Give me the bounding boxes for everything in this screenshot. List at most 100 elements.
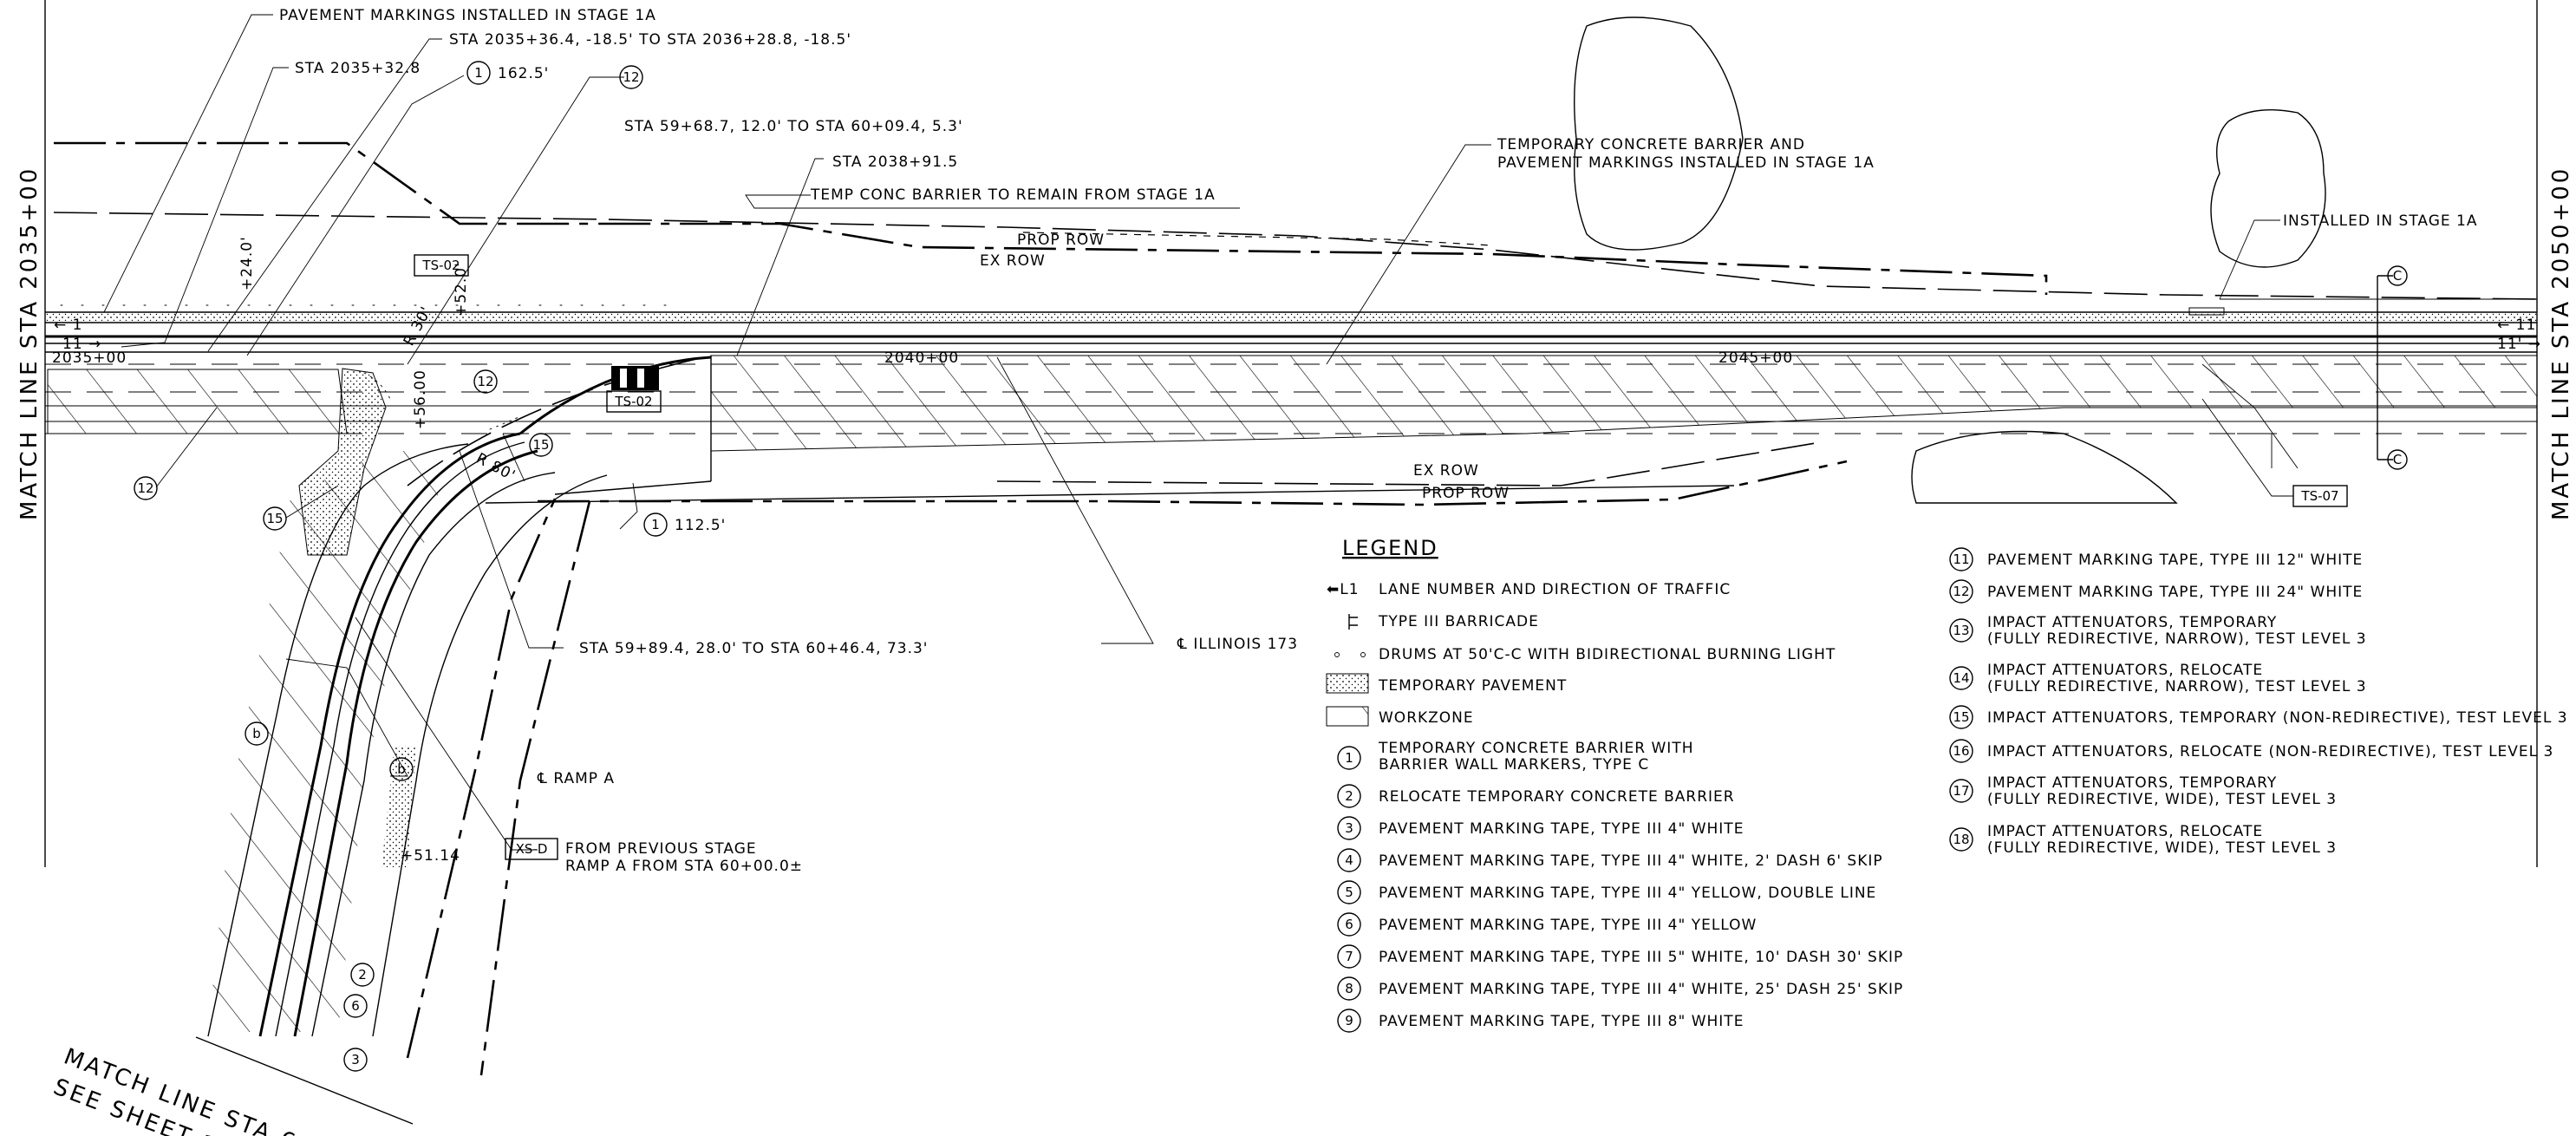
lane-arrow-right-b: 11' → <box>2497 336 2541 353</box>
legend-item-text: PAVEMENT MARKING TAPE, TYPE III 5" WHITE… <box>1379 949 1903 966</box>
callout-temp-barrier-remain: TEMP CONC BARRIER TO REMAIN FROM STAGE 1… <box>810 186 1216 204</box>
ramp-a <box>207 355 1735 1059</box>
lane-arrow-right-a: ← 11 <box>2497 317 2536 334</box>
centerline-marker-top-label: C <box>2393 268 2402 284</box>
legend-item-number: 5 <box>1345 885 1353 900</box>
xs-d-label: XS-D <box>516 841 548 857</box>
legend-item-number: 3 <box>1345 820 1353 836</box>
item-6-bubble <box>343 994 368 1018</box>
callout-sta-2035-32: STA 2035+32.8 <box>295 60 421 77</box>
legend-item-number: 17 <box>1953 783 1969 799</box>
lane-arrow-left-a: ← 1 <box>54 317 82 334</box>
tree-outlines <box>1574 16 2326 504</box>
callout-ramp-a: ℄ RAMP A <box>537 770 615 787</box>
legend-item: 4 PAVEMENT MARKING TAPE, TYPE III 4" WHI… <box>1337 848 1882 872</box>
legend-item-text: IMPACT ATTENUATORS, TEMPORARY <box>1987 774 2277 792</box>
prop-row-label-bottom: PROP ROW <box>1422 485 1510 502</box>
legend-item: 7 PAVEMENT MARKING TAPE, TYPE III 5" WHI… <box>1337 944 1903 969</box>
legend-item-number: 11 <box>1953 552 1969 567</box>
item-2-bubble <box>350 963 375 987</box>
legend-temp-pavement-text: TEMPORARY PAVEMENT <box>1378 677 1567 695</box>
legend-item-number: 15 <box>1953 709 1969 725</box>
legend-item-text: PAVEMENT MARKING TAPE, TYPE III 4" WHITE… <box>1379 981 1903 998</box>
legend-item-text: IMPACT ATTENUATORS, TEMPORARY (NON-REDIR… <box>1987 709 2568 727</box>
ts-07-tag <box>2292 485 2348 507</box>
legend-item: 8 PAVEMENT MARKING TAPE, TYPE III 4" WHI… <box>1337 976 1903 1001</box>
ts-02-label-b: TS-02 <box>614 394 652 409</box>
dim-56-label: +56.00 <box>412 369 429 429</box>
callout-markings-stage1a: PAVEMENT MARKINGS INSTALLED IN STAGE 1A <box>279 7 656 24</box>
legend-item: 5 PAVEMENT MARKING TAPE, TYPE III 4" YEL… <box>1337 880 1875 904</box>
legend-drums-text: DRUMS AT 50'C-C WITH BIDIRECTIONAL BURNI… <box>1379 646 1836 663</box>
station-2040: 2040+00 <box>884 349 959 367</box>
station-2045: 2045+00 <box>1718 349 1793 367</box>
callout-sta-59-68: STA 59+68.7, 12.0' TO STA 60+09.4, 5.3' <box>624 118 963 135</box>
legend-item: 6 PAVEMENT MARKING TAPE, TYPE III 4" YEL… <box>1337 912 1756 937</box>
item-2-label: 2 <box>358 967 367 983</box>
legend-item-text: PAVEMENT MARKING TAPE, TYPE III 24" WHIT… <box>1987 584 2363 601</box>
item-15-bubble-right <box>529 433 553 457</box>
callout-sta-2038-91: STA 2038+91.5 <box>832 153 958 171</box>
callout-162-5: 162.5' <box>498 65 549 82</box>
centerline-marker-bottom <box>2387 449 2408 470</box>
legend-item: 15 IMPACT ATTENUATORS, TEMPORARY (NON-RE… <box>1949 705 2568 729</box>
item-15-label-right: 15 <box>532 437 549 453</box>
ts-02-label-a: TS-02 <box>421 258 460 273</box>
mark-b-bubble-2 <box>389 757 414 781</box>
legend-item-number: 2 <box>1345 788 1353 804</box>
legend-item-number: 18 <box>1953 832 1969 847</box>
legend-workzone-text: WORKZONE <box>1379 709 1474 727</box>
barricade-icon <box>1348 614 1358 630</box>
legend-item-text: IMPACT ATTENUATORS, RELOCATE (NON-REDIRE… <box>1987 743 2553 761</box>
radius-80-label: R 80' <box>473 450 518 485</box>
item-12-label-top: 12 <box>623 69 639 85</box>
legend-item-text-2: (FULLY REDIRECTIVE, NARROW), TEST LEVEL … <box>1987 630 2367 648</box>
callout-illinois-173: ℄ ILLINOIS 173 <box>1177 636 1298 653</box>
legend-item-number: 9 <box>1345 1013 1353 1028</box>
item-3-label: 3 <box>351 1052 360 1067</box>
item-12-label-mid: 12 <box>477 374 493 389</box>
legend-item-number: 12 <box>1953 584 1969 599</box>
mark-b-label-2: b <box>397 761 406 777</box>
legend-drums-row: DRUMS AT 50'C-C WITH BIDIRECTIONAL BURNI… <box>1334 646 1836 663</box>
callout-previous-stage-1: FROM PREVIOUS STAGE <box>565 840 757 858</box>
dim-52-label: +52.0' <box>453 262 470 317</box>
ex-row-label-bottom: EX ROW <box>1413 462 1479 480</box>
legend-item-text: IMPACT ATTENUATORS, RELOCATE <box>1987 662 2263 679</box>
legend-item-text: PAVEMENT MARKING TAPE, TYPE III 8" WHITE <box>1379 1013 1744 1030</box>
legend-lane-text: LANE NUMBER AND DIRECTION OF TRAFFIC <box>1379 581 1731 598</box>
legend-item-number: 7 <box>1345 949 1353 964</box>
item-1-bubble-bottom <box>643 513 668 537</box>
legend-item-text: IMPACT ATTENUATORS, TEMPORARY <box>1987 614 2277 631</box>
legend-item: 12 PAVEMENT MARKING TAPE, TYPE III 24" W… <box>1949 579 2363 604</box>
match-line-bottom-label: MATCH LINE STA 65+00 <box>60 1044 368 1136</box>
callout-112-5: 112.5' <box>675 517 726 534</box>
callout-installed-stage1a: INSTALLED IN STAGE 1A <box>2283 212 2477 230</box>
centerline-marker-bottom-label: C <box>2393 452 2402 467</box>
ex-row-label-top: EX ROW <box>980 252 1046 270</box>
item-12-bubble-top <box>619 65 643 89</box>
legend-item: 18 IMPACT ATTENUATORS, RELOCATE (FULLY R… <box>1949 823 2337 857</box>
callout-sta-59-89: STA 59+89.4, 28.0' TO STA 60+46.4, 73.3' <box>579 640 928 657</box>
legend-barricade-row: TYPE III BARRICADE <box>1348 613 1538 630</box>
mark-b-label-1: b <box>252 726 261 741</box>
legend-item: 16 IMPACT ATTENUATORS, RELOCATE (NON-RED… <box>1949 739 2553 763</box>
legend-item-number: 4 <box>1345 852 1353 868</box>
legend-item-number: 14 <box>1953 670 1969 686</box>
mark-b-bubble-1 <box>245 721 269 746</box>
match-line-left-label: MATCH LINE STA 2035+00 <box>16 166 42 520</box>
item-12-label-left: 12 <box>137 480 153 496</box>
item-12-bubble-mid <box>473 369 498 394</box>
item-12-bubble-left <box>134 476 158 500</box>
callout-barrier-stage1a-1: TEMPORARY CONCRETE BARRIER AND <box>1497 136 1805 153</box>
legend-item: 11 PAVEMENT MARKING TAPE, TYPE III 12" W… <box>1949 547 2362 571</box>
item-1-label-top: 1 <box>474 65 483 81</box>
legend-item-text-2: (FULLY REDIRECTIVE, WIDE), TEST LEVEL 3 <box>1987 839 2337 857</box>
xs-d-tag <box>505 838 558 860</box>
legend-item: 14 IMPACT ATTENUATORS, RELOCATE (FULLY R… <box>1949 662 2367 695</box>
match-line-right-label: MATCH LINE STA 2050+00 <box>2548 166 2574 520</box>
temp-pavement-swatch <box>1326 673 1369 694</box>
workzone-swatch <box>1326 706 1369 727</box>
legend-item-text-2: (FULLY REDIRECTIVE, NARROW), TEST LEVEL … <box>1987 678 2367 695</box>
